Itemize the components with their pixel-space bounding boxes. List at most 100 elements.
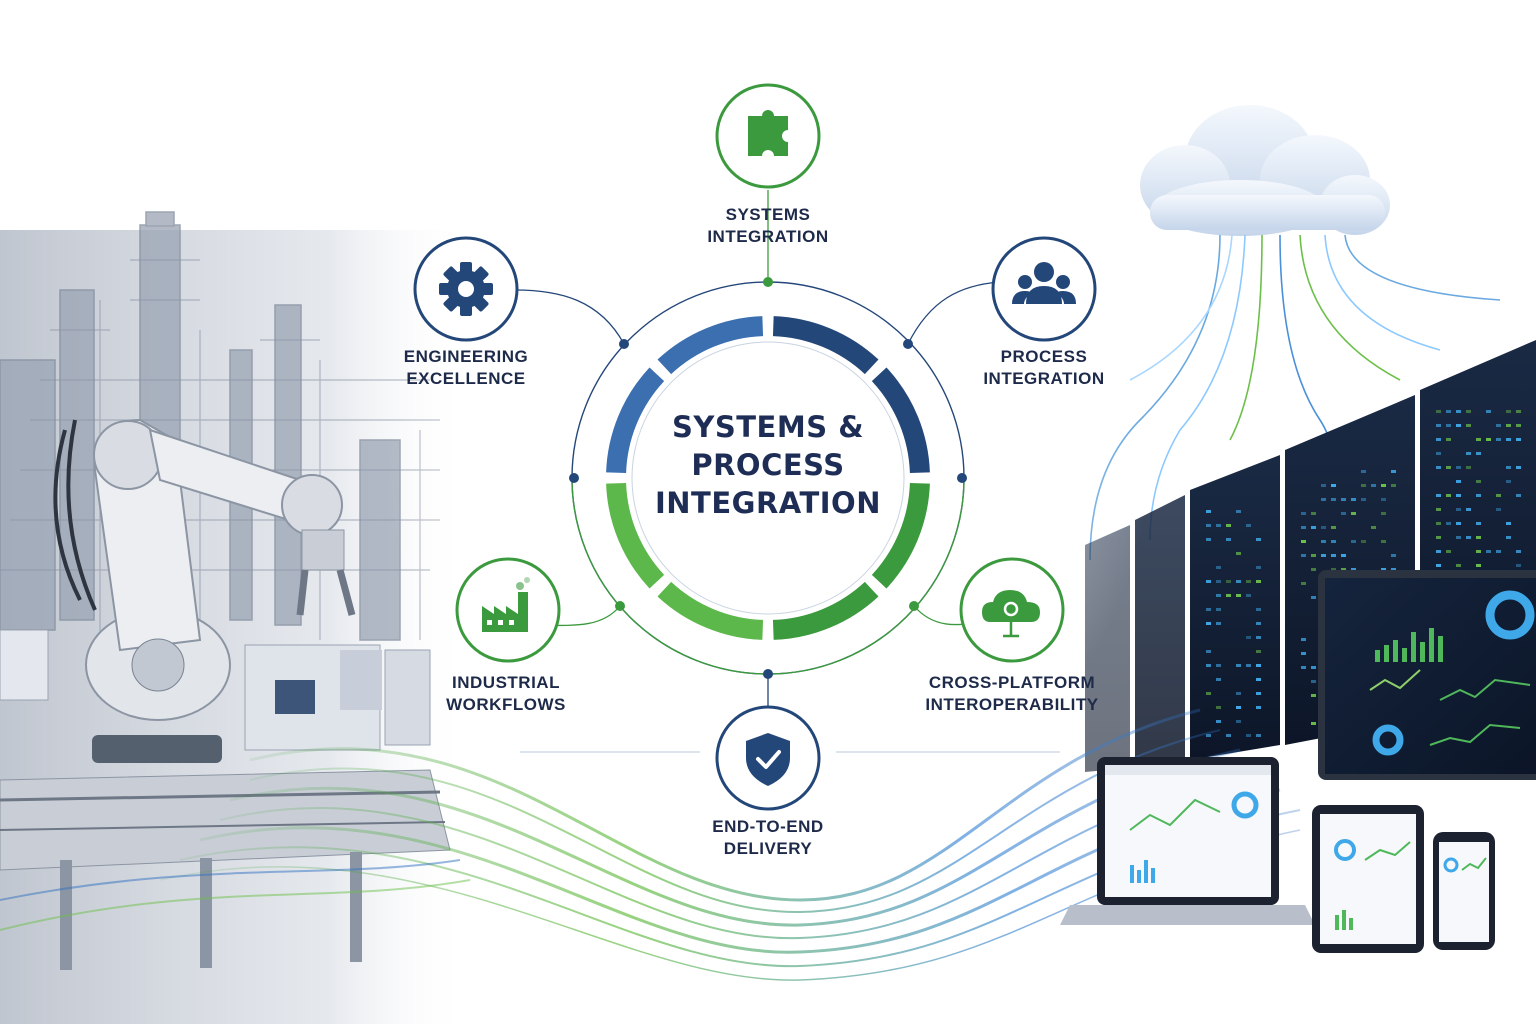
- rack-led: [1506, 424, 1511, 427]
- rack-led: [1216, 622, 1221, 625]
- rack-led: [1436, 410, 1441, 413]
- rack-led: [1496, 424, 1501, 427]
- rack-led: [1391, 470, 1396, 473]
- rack-led: [1341, 498, 1346, 501]
- rack-led: [1446, 438, 1451, 441]
- label-line2: INTEGRATION: [658, 226, 878, 248]
- rack-led: [1486, 438, 1491, 441]
- label-line2: WORKFLOWS: [396, 694, 616, 716]
- rack-led: [1321, 540, 1326, 543]
- rack-led: [1206, 524, 1211, 527]
- rack-led: [1436, 564, 1441, 567]
- rack-led: [1226, 734, 1231, 737]
- rack-led: [1446, 550, 1451, 553]
- rack-led: [1216, 566, 1221, 569]
- rack-led: [1486, 550, 1491, 553]
- rack-led: [1361, 484, 1366, 487]
- rack-led: [1216, 678, 1221, 681]
- rack-led: [1226, 594, 1231, 597]
- rack-led: [1301, 652, 1306, 655]
- rack-led: [1496, 438, 1501, 441]
- label-line1: PROCESS: [934, 346, 1154, 368]
- rack-led: [1436, 494, 1441, 497]
- rack-led: [1516, 438, 1521, 441]
- rack-led: [1341, 512, 1346, 515]
- rack-led: [1311, 694, 1316, 697]
- rack-led: [1301, 554, 1306, 557]
- rack-led: [1466, 536, 1471, 539]
- rack-led: [1456, 424, 1461, 427]
- rack-led: [1311, 568, 1316, 571]
- rack-led: [1216, 664, 1221, 667]
- rack-led: [1246, 524, 1251, 527]
- rack-led: [1351, 512, 1356, 515]
- rack-led: [1371, 526, 1376, 529]
- rack-led: [1331, 554, 1336, 557]
- rack-led: [1256, 580, 1261, 583]
- rack-led: [1206, 608, 1211, 611]
- rack-led: [1246, 636, 1251, 639]
- rack-led: [1476, 480, 1481, 483]
- label-line1: END-TO-END: [658, 816, 878, 838]
- node-systems-integration: [717, 85, 819, 187]
- rack-led: [1236, 594, 1241, 597]
- hub-title-line2: PROCESS: [618, 446, 918, 484]
- rack-led: [1236, 552, 1241, 555]
- rack-led: [1331, 540, 1336, 543]
- rack-led: [1301, 512, 1306, 515]
- label-systems-integration: SYSTEMS INTEGRATION: [658, 204, 878, 248]
- tablet-illustration: [1312, 805, 1424, 953]
- label-line2: INTEROPERABILITY: [902, 694, 1122, 716]
- rack-led: [1496, 494, 1501, 497]
- label-line2: DELIVERY: [658, 838, 878, 860]
- rack-led: [1456, 466, 1461, 469]
- rack-led: [1446, 494, 1451, 497]
- rack-led: [1256, 734, 1261, 737]
- rack-led: [1466, 508, 1471, 511]
- rack-led: [1436, 522, 1441, 525]
- node-process-integration: [993, 238, 1095, 340]
- rack-led: [1311, 526, 1316, 529]
- node-end-to-end-delivery: [717, 707, 819, 809]
- rack-led: [1516, 410, 1521, 413]
- rack-led: [1321, 498, 1326, 501]
- rack-led: [1456, 536, 1461, 539]
- rack-led: [1256, 608, 1261, 611]
- rack-led: [1456, 508, 1461, 511]
- rack-led: [1476, 536, 1481, 539]
- rack-led: [1466, 452, 1471, 455]
- rack-led: [1341, 554, 1346, 557]
- rack-led: [1476, 452, 1481, 455]
- rack-led: [1456, 410, 1461, 413]
- rack-led: [1311, 722, 1316, 725]
- rack-led: [1476, 550, 1481, 553]
- rack-led: [1256, 538, 1261, 541]
- rack-led: [1506, 438, 1511, 441]
- label-engineering-excellence: ENGINEERING EXCELLENCE: [356, 346, 576, 390]
- rack-led: [1206, 622, 1211, 625]
- rack-led: [1256, 678, 1261, 681]
- label-cross-platform-interoperability: CROSS-PLATFORM INTEROPERABILITY: [902, 672, 1122, 716]
- rack-led: [1391, 484, 1396, 487]
- label-process-integration: PROCESS INTEGRATION: [934, 346, 1154, 390]
- rack-led: [1466, 410, 1471, 413]
- rack-led: [1216, 594, 1221, 597]
- node-cross-platform-interoperability: [961, 559, 1063, 661]
- rack-led: [1216, 608, 1221, 611]
- laptop-illustration: [1060, 757, 1315, 925]
- rack-led: [1476, 438, 1481, 441]
- rack-led: [1246, 580, 1251, 583]
- rack-led: [1331, 498, 1336, 501]
- rack-led: [1246, 594, 1251, 597]
- rack-led: [1361, 470, 1366, 473]
- rack-led: [1301, 582, 1306, 585]
- label-end-to-end-delivery: END-TO-END DELIVERY: [658, 816, 878, 860]
- rack-led: [1506, 466, 1511, 469]
- rack-led: [1361, 540, 1366, 543]
- rack-led: [1216, 706, 1221, 709]
- gear-icon: [439, 262, 493, 316]
- rack-led: [1381, 484, 1386, 487]
- rack-led: [1216, 580, 1221, 583]
- industrial-plant-illustration: [0, 212, 470, 1024]
- rack-led: [1331, 526, 1336, 529]
